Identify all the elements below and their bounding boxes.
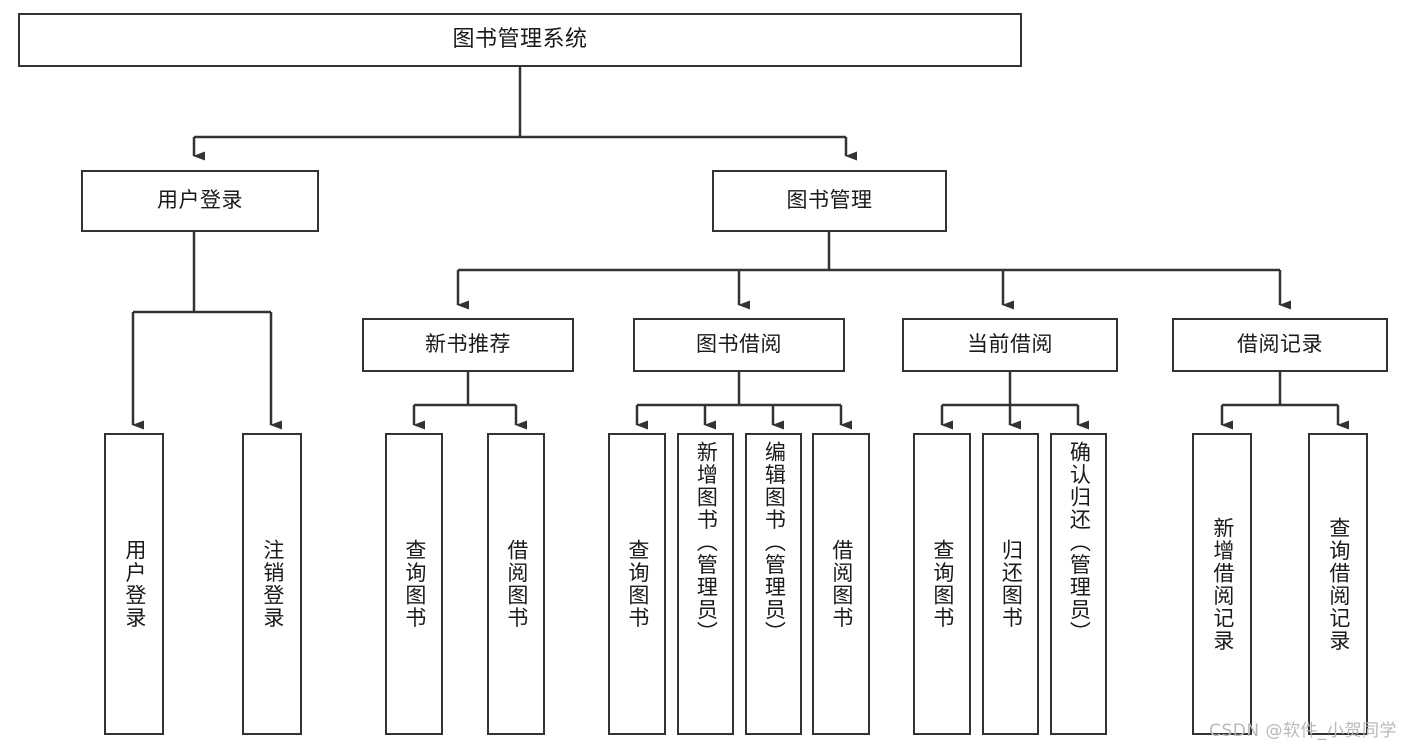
node-label: 新增图书（管理员） — [694, 441, 719, 644]
node-book-management[interactable]: 图书管理 — [712, 170, 947, 232]
leaf-query-book-borrow[interactable]: 查询图书 — [608, 433, 666, 735]
node-label: 图书借阅 — [696, 332, 782, 357]
node-label: 当前借阅 — [967, 332, 1053, 357]
leaf-confirm-return-admin[interactable]: 确认归还（管理员） — [1050, 433, 1107, 735]
leaf-query-book-current[interactable]: 查询图书 — [913, 433, 971, 735]
leaf-add-book-admin[interactable]: 新增图书（管理员） — [677, 433, 734, 735]
node-label: 借阅图书 — [829, 539, 854, 629]
node-label: 查询图书 — [625, 539, 650, 629]
node-label: 新书推荐 — [425, 332, 511, 357]
node-book-borrow[interactable]: 图书借阅 — [633, 318, 845, 372]
node-label: 新增借阅记录 — [1210, 516, 1235, 652]
leaf-return-book[interactable]: 归还图书 — [982, 433, 1039, 735]
leaf-user-login[interactable]: 用户登录 — [104, 433, 164, 735]
node-label: 查询借阅记录 — [1326, 516, 1351, 652]
node-label: 编辑图书（管理员） — [762, 441, 787, 644]
leaf-logout-login[interactable]: 注销登录 — [242, 433, 302, 735]
node-label: 归还图书 — [999, 539, 1024, 629]
node-label: 用户登录 — [122, 539, 147, 629]
node-book-management-system[interactable]: 图书管理系统 — [18, 13, 1022, 67]
csdn-watermark: CSDN @软件_小贺同学 — [1209, 721, 1397, 741]
node-current-borrow[interactable]: 当前借阅 — [902, 318, 1118, 372]
node-borrow-record[interactable]: 借阅记录 — [1172, 318, 1388, 372]
node-label: 借阅图书 — [504, 539, 529, 629]
leaf-query-book-new-recommend[interactable]: 查询图书 — [385, 433, 443, 735]
node-label: 图书管理 — [786, 188, 873, 213]
node-label: 确认归还（管理员） — [1067, 441, 1092, 644]
node-label: 借阅记录 — [1237, 332, 1323, 357]
node-label: 查询图书 — [930, 539, 955, 629]
leaf-borrow-book-new-recommend[interactable]: 借阅图书 — [487, 433, 545, 735]
node-new-book-recommend[interactable]: 新书推荐 — [362, 318, 574, 372]
node-label: 查询图书 — [402, 539, 427, 629]
leaf-edit-book-admin[interactable]: 编辑图书（管理员） — [745, 433, 802, 735]
node-label: 注销登录 — [260, 539, 285, 629]
leaf-borrow-book-borrow[interactable]: 借阅图书 — [812, 433, 870, 735]
node-label: 用户登录 — [157, 188, 243, 213]
node-user-login[interactable]: 用户登录 — [81, 170, 319, 232]
leaf-query-borrow-record[interactable]: 查询借阅记录 — [1308, 433, 1368, 735]
node-label: 图书管理系统 — [452, 26, 588, 52]
leaf-add-borrow-record[interactable]: 新增借阅记录 — [1192, 433, 1252, 735]
